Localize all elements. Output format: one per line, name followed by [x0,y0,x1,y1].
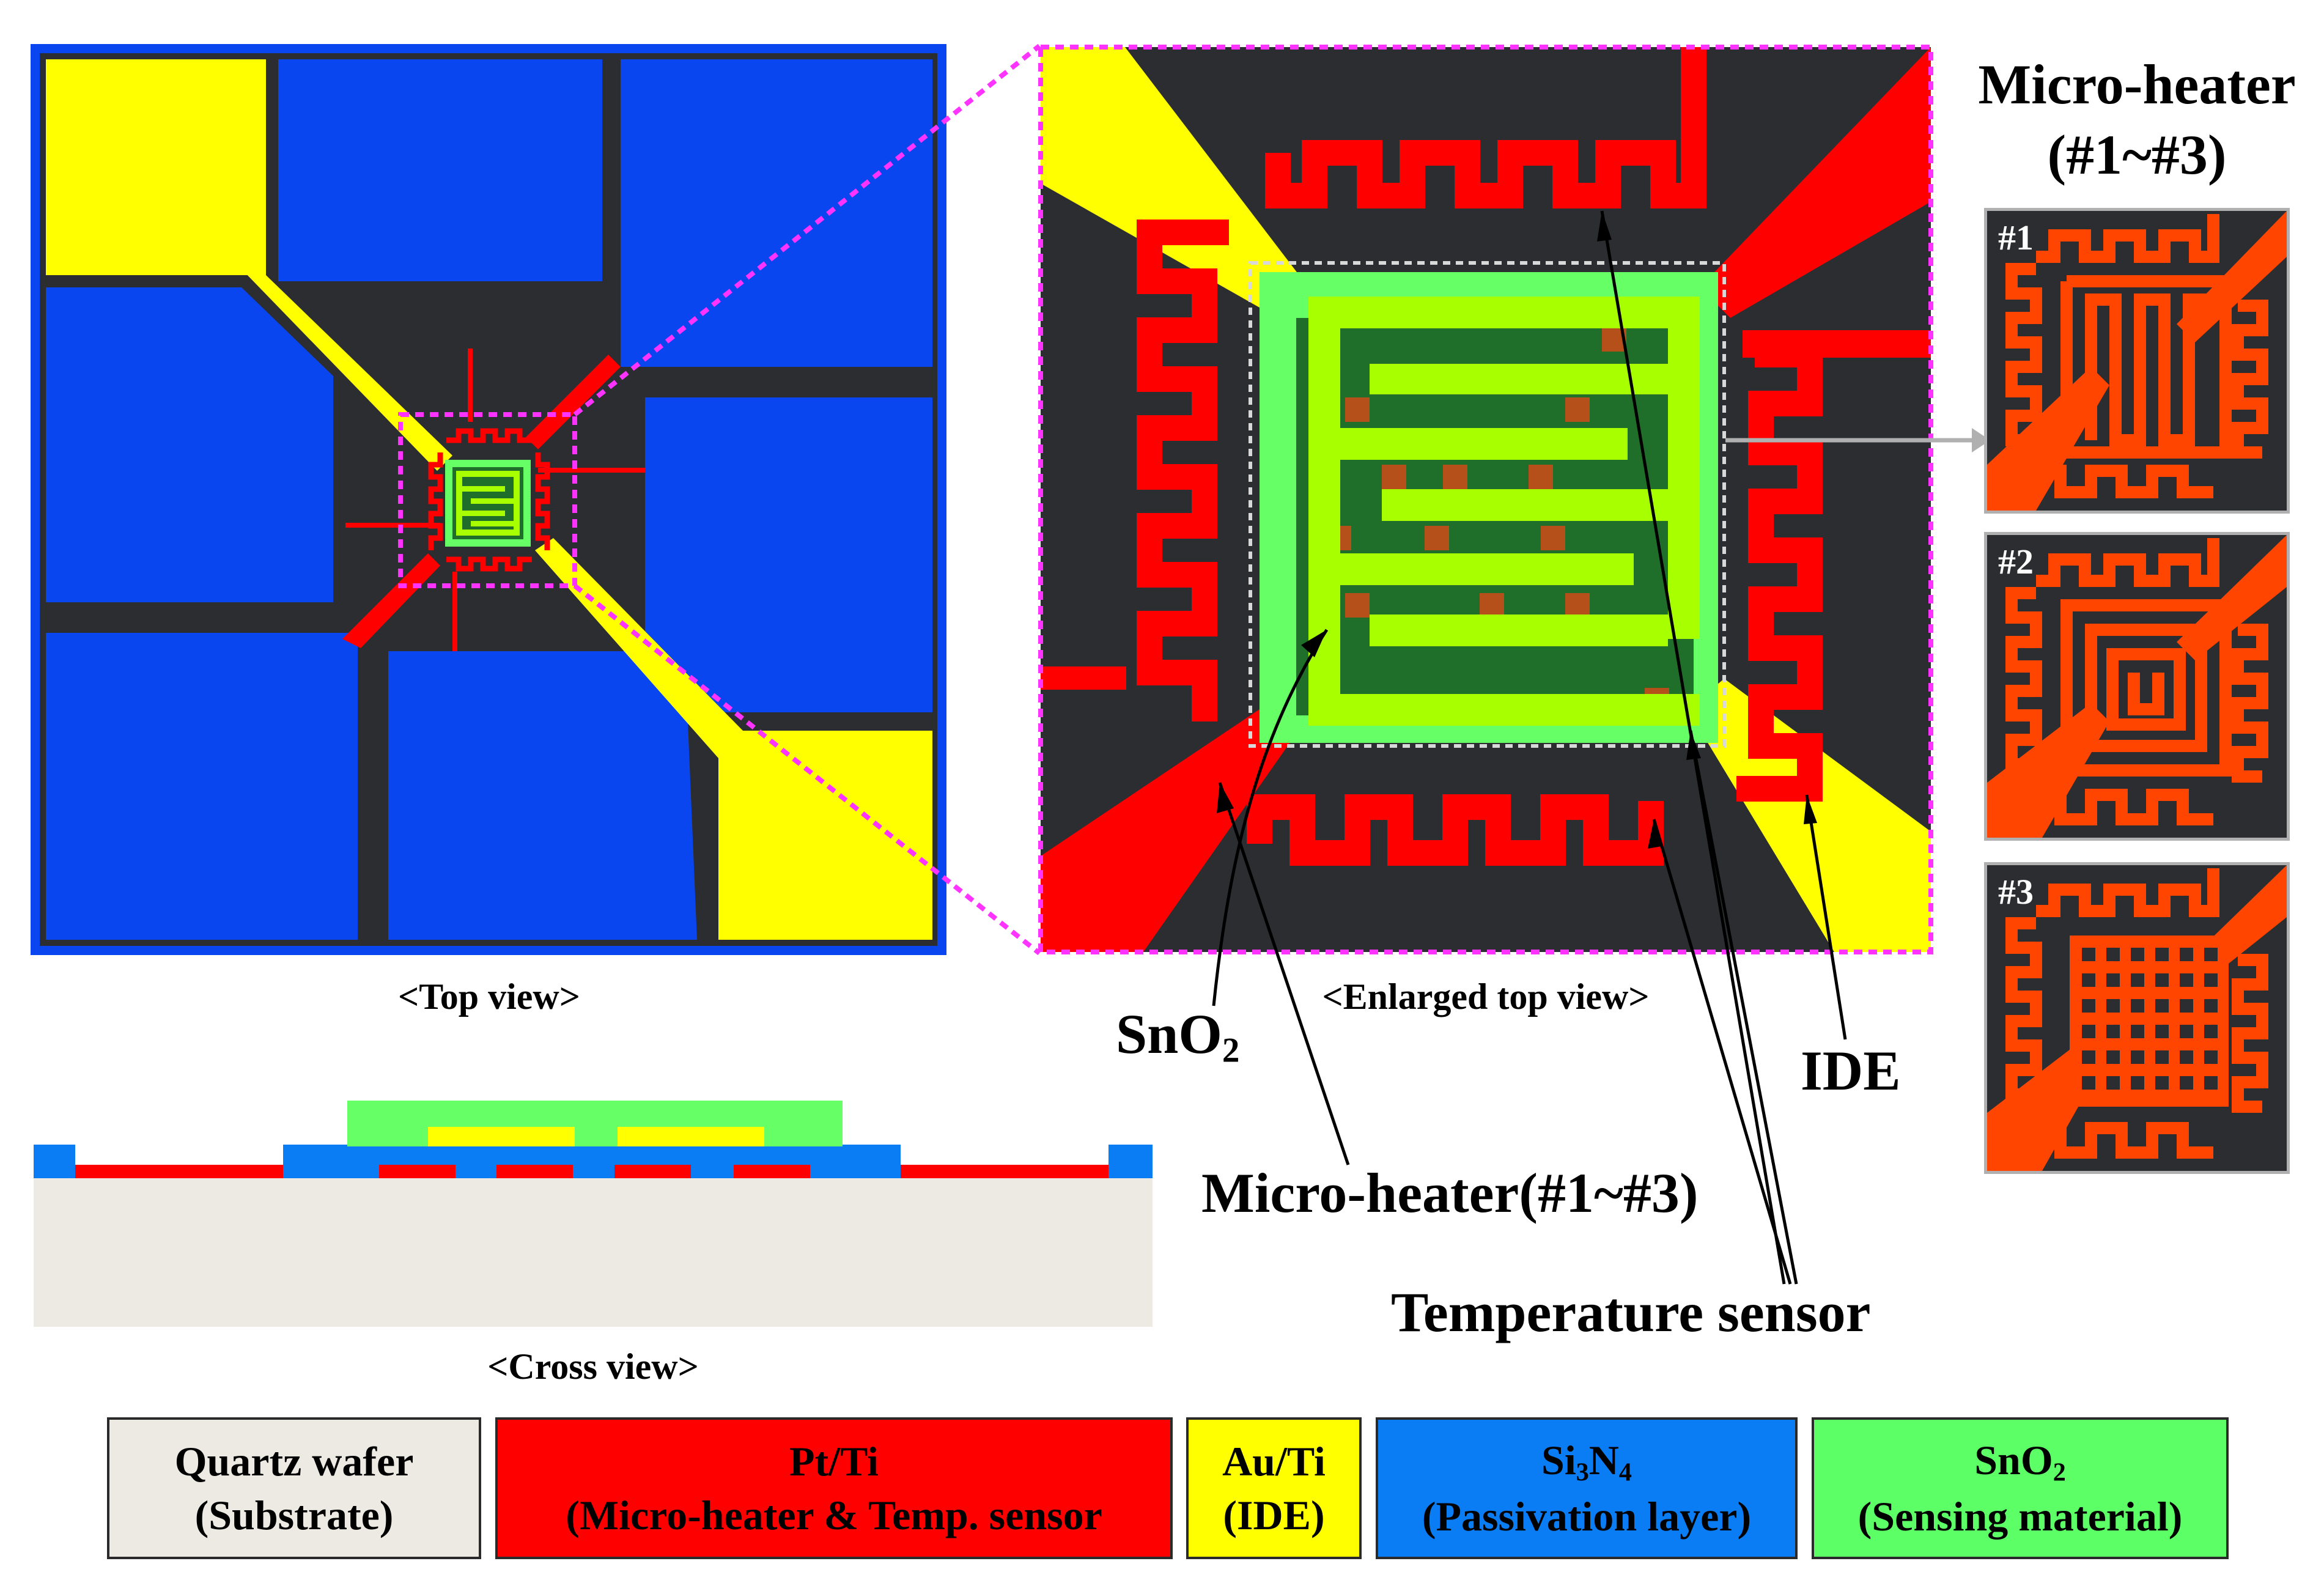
heater-variant-2-tag: #2 [1998,542,2034,581]
legend-ptti: Pt/Ti (Micro-heater & Temp. sensor [495,1417,1173,1559]
top-view [31,44,946,955]
cross-sno2 [347,1101,843,1146]
legend-sno2-desc: (Sensing material) [1857,1493,2183,1540]
pad-top-right [621,59,932,367]
enlarged-top-view [1038,45,1933,954]
legend-si3n4-desc: (Passivation layer) [1422,1493,1752,1540]
lead-red-top-right [526,355,621,449]
legend-auti: Au/Ti (IDE) [1186,1417,1362,1559]
caption-top-view: <Top view> [398,976,580,1017]
pad-yellow-top-left [46,59,266,275]
legend-sno2-title: SnO2 [1974,1436,2066,1487]
enlarged-ide [1308,297,1700,726]
caption-enlarged-top-view: <Enlarged top view> [1322,976,1650,1017]
panel-arrow [1725,428,1990,452]
pad-right [645,397,932,712]
mini-heater [428,428,550,572]
lead-yellow-bottom-right [535,538,743,758]
pad-yellow-bottom-right [718,731,932,940]
heater-variant-3-tag: #3 [1998,872,2034,912]
heater-panel-title-2: (#1~#3) [2047,124,2227,186]
pad-top-middle [278,59,602,281]
callout-micro-heater: Micro-heater(#1~#3) [1201,1162,1699,1224]
pad-bottom-middle [388,651,697,940]
legend-quartz: Quartz wafer (Substrate) [107,1417,481,1559]
heater-variant-2 [1984,532,2290,841]
lead-yellow-top-left [242,269,452,471]
cross-quartz [34,1177,1153,1327]
legend-si3n4-title: Si3N4 [1541,1436,1632,1487]
heater-variant-1 [1984,208,2290,514]
pad-bottom-left [46,633,358,940]
callout-sno2: SnO2 [1116,1003,1240,1070]
zoom-connectors [573,43,1041,956]
heater-variant-3 [1984,862,2290,1174]
legend-ptti-title: Pt/Ti [789,1437,879,1485]
legend-ptti-desc: (Micro-heater & Temp. sensor [566,1492,1102,1538]
legend-quartz-desc: (Substrate) [194,1492,394,1538]
zoom-box [398,412,577,588]
callout-arrowheads [1217,211,1817,849]
legend-auti-desc: (IDE) [1223,1492,1325,1538]
pad-left [46,287,333,602]
caption-cross-view: <Cross view> [487,1346,699,1387]
lead-red-bottom-left [342,553,440,648]
callout-ide: IDE [1801,1039,1901,1102]
heater-panel-title-1: Micro-heater [1978,53,2296,116]
legend-sno2: SnO2 (Sensing material) [1812,1417,2229,1559]
cross-view [34,1101,1153,1327]
legend-si3n4: Si3N4 (Passivation layer) [1376,1417,1798,1559]
legend-quartz-title: Quartz wafer [174,1437,414,1485]
legend-auti-title: Au/Ti [1222,1437,1326,1485]
callout-temperature-sensor: Temperature sensor [1391,1281,1871,1343]
heater-variant-1-tag: #1 [1998,218,2034,257]
